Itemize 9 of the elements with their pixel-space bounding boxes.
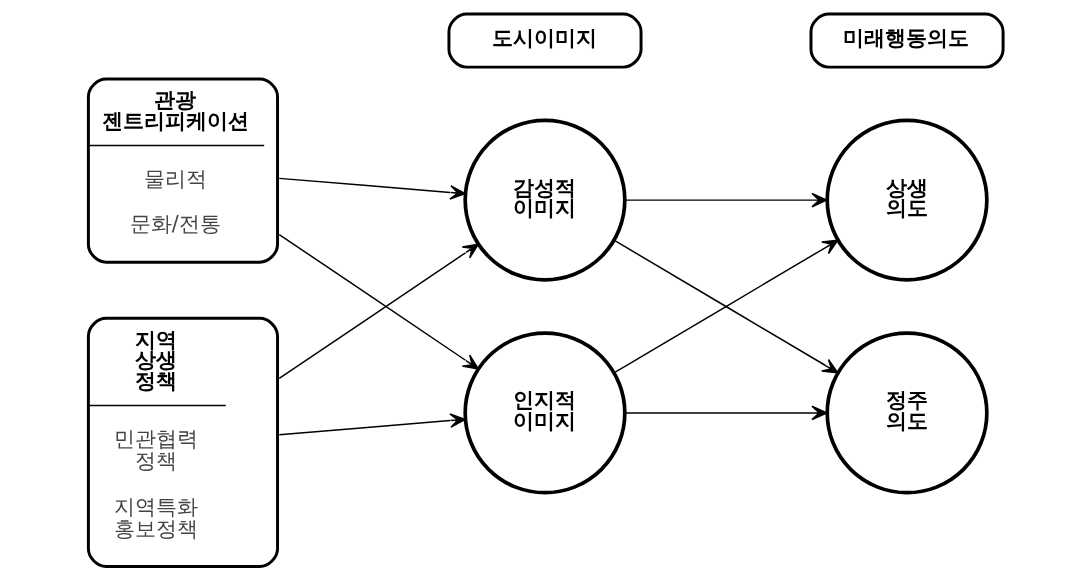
node-box: 미래행동의도 [809, 12, 1005, 69]
arrow [624, 405, 828, 421]
node-box: 도시이미지 [447, 12, 643, 69]
arrow [624, 192, 828, 208]
node-circle: 정주 의도 [825, 331, 989, 495]
arrow [278, 413, 466, 436]
arrow [613, 239, 839, 374]
arrow [278, 177, 466, 200]
node-circle: 상생 의도 [825, 118, 989, 282]
